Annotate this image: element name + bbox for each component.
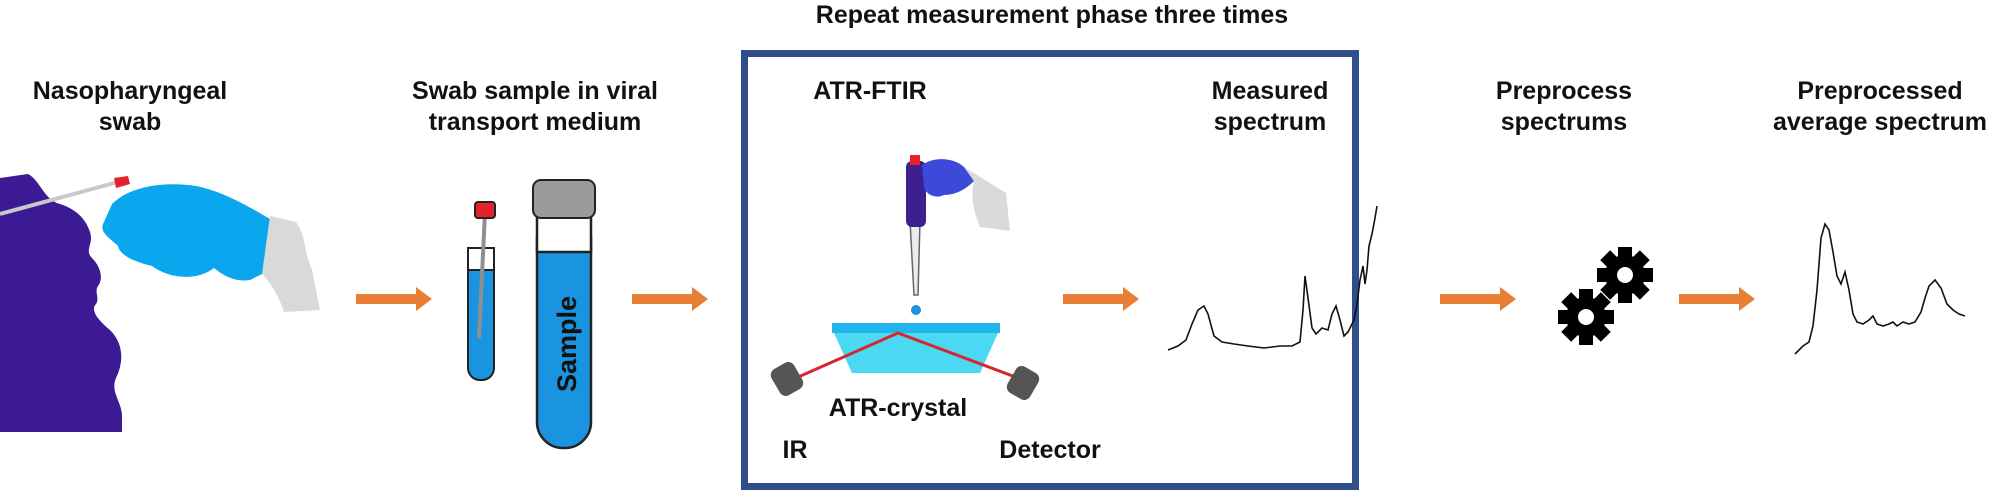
repeat-label: Repeat measurement phase three times <box>815 1 1289 29</box>
atr-ftir-illustration <box>760 145 1070 415</box>
pipette-body <box>906 161 926 227</box>
face-silhouette <box>0 174 122 432</box>
flow-arrow-4 <box>1440 287 1520 311</box>
step-label-preprocess: Preprocess spectrums <box>1495 77 1633 136</box>
step-label-atr-ftir: ATR-FTIR <box>813 77 927 105</box>
measured-spectrum-plot <box>1167 205 1388 360</box>
crystal-top <box>832 323 1000 333</box>
detector-label: Detector <box>999 436 1101 464</box>
flow-arrow-5 <box>1679 287 1759 311</box>
sample-droplet <box>911 305 921 315</box>
swab-tip <box>114 176 130 188</box>
large-tube-cap <box>532 179 596 219</box>
ir-source-label: IR <box>782 436 808 464</box>
repeat-frame <box>741 50 1359 490</box>
nose-swab-illustration <box>0 170 330 450</box>
glove-cuff <box>262 216 320 312</box>
step-label-measured-spectrum: Measured spectrum <box>1211 77 1329 136</box>
pipette-tip <box>909 220 921 296</box>
step-label-swab: Nasopharyngeal swab <box>32 77 228 136</box>
average-spectrum-plot <box>1794 210 1995 360</box>
ir-source <box>770 362 804 396</box>
flow-arrow-3 <box>1063 287 1143 311</box>
ir-beam <box>795 331 1019 380</box>
step-label-transport-medium: Swab sample in viral transport medium <box>412 77 658 136</box>
tube-label: Sample <box>552 296 582 392</box>
step-label-average-spectrum: Preprocessed average spectrum <box>1772 77 1987 136</box>
atr-crystal-label: ATR-crystal <box>828 394 968 422</box>
swab-stick <box>0 180 119 216</box>
glove-hand <box>102 184 300 282</box>
average-spectrum-line <box>1794 222 1966 355</box>
detector <box>1006 366 1040 400</box>
swab-in-tube <box>477 211 487 339</box>
sample-tubes-illustration: Sample <box>455 170 615 450</box>
pipette-glove <box>922 159 974 197</box>
flow-arrow-1 <box>356 287 436 311</box>
flow-arrow-2 <box>632 287 712 311</box>
gears-icon <box>1550 245 1670 355</box>
small-tube-cap <box>474 201 496 219</box>
measured-spectrum-line <box>1167 205 1378 351</box>
